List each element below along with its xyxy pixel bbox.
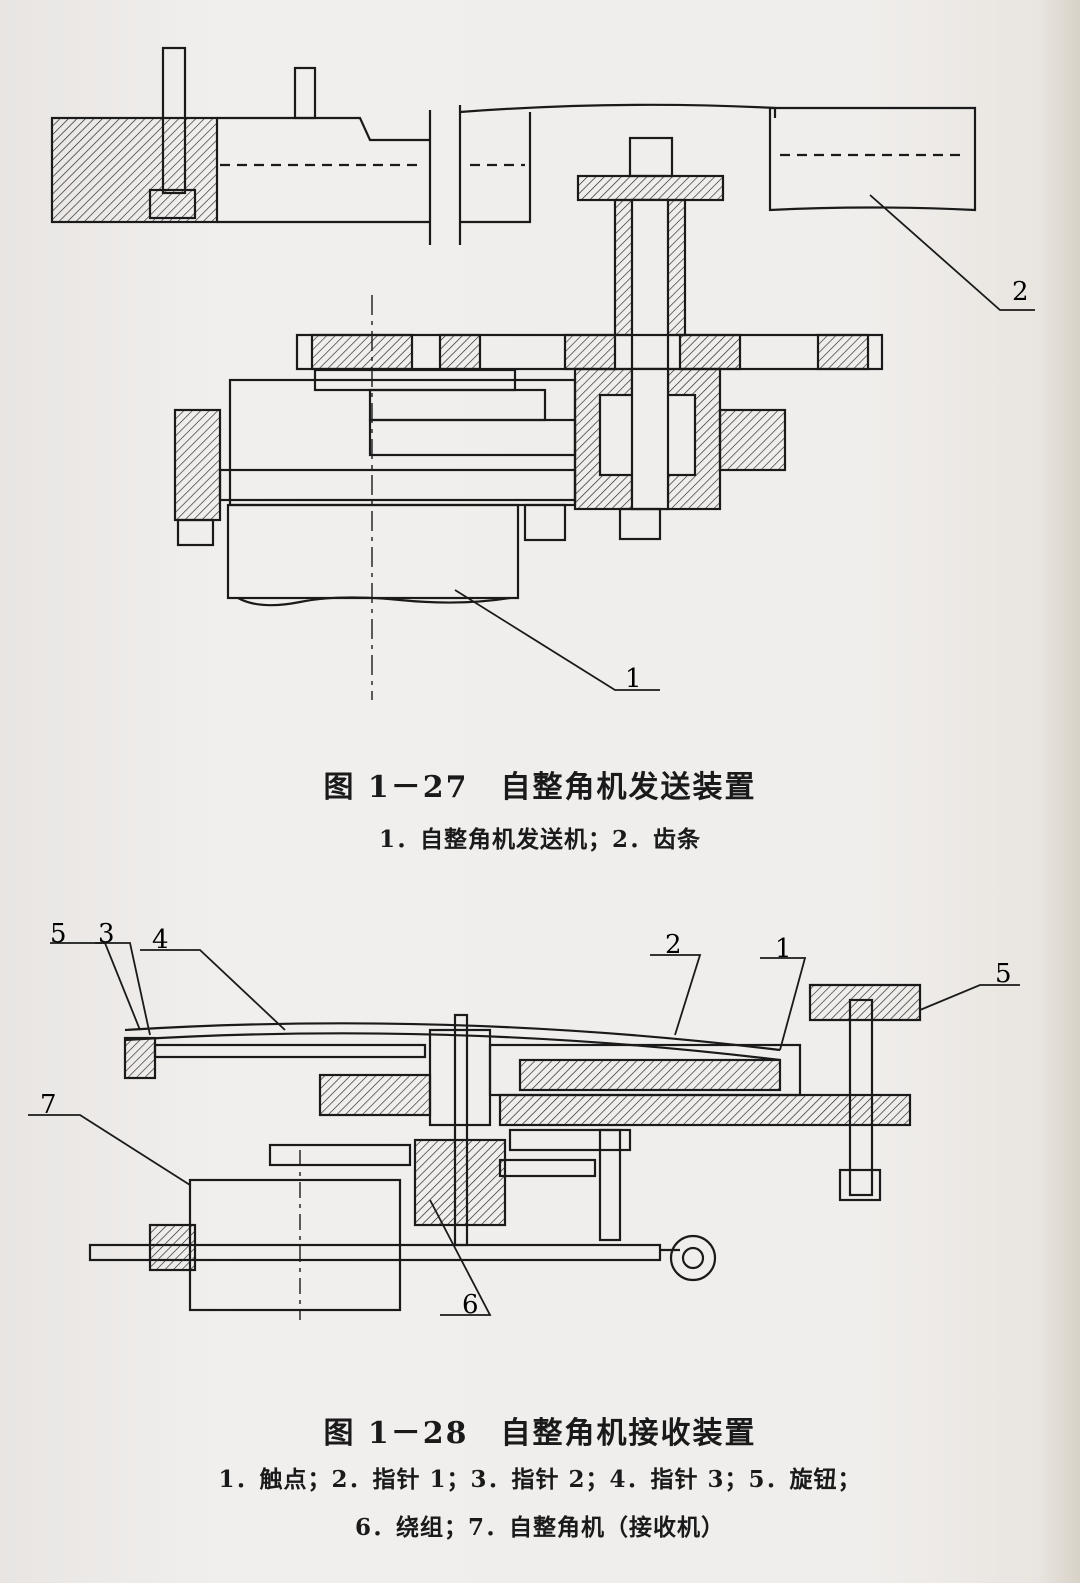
- label-2: 2: [1012, 277, 1029, 307]
- figure-27-drawing: 1 2: [50, 46, 1035, 700]
- figure-27-legend: 1．自整角机发送机；2．齿条: [378, 826, 701, 853]
- figure-27-title: 图 1－27 自整角机发送装置: [323, 770, 757, 805]
- label-6: 6: [462, 1290, 479, 1320]
- label-1: 1: [775, 934, 792, 964]
- label-2: 2: [665, 930, 682, 960]
- label-7: 7: [40, 1090, 57, 1120]
- label-5-left: 5: [50, 919, 67, 949]
- figure-28-title: 图 1－28 自整角机接收装置: [323, 1416, 757, 1451]
- figure-28-legend-line1: 1．触点；2．指针 1；3．指针 2；4．指针 3；5．旋钮；: [218, 1466, 862, 1493]
- rack-hatched-section: [50, 116, 219, 224]
- figure-28-legend-line2: 6．绕组；7．自整角机（接收机）: [354, 1514, 725, 1541]
- label-1: 1: [625, 664, 642, 694]
- label-4: 4: [152, 925, 169, 955]
- label-5-right: 5: [995, 959, 1012, 989]
- label-3: 3: [98, 919, 115, 949]
- figure-28-drawing: 5 3 4 2 1 5 7 6: [28, 919, 1020, 1320]
